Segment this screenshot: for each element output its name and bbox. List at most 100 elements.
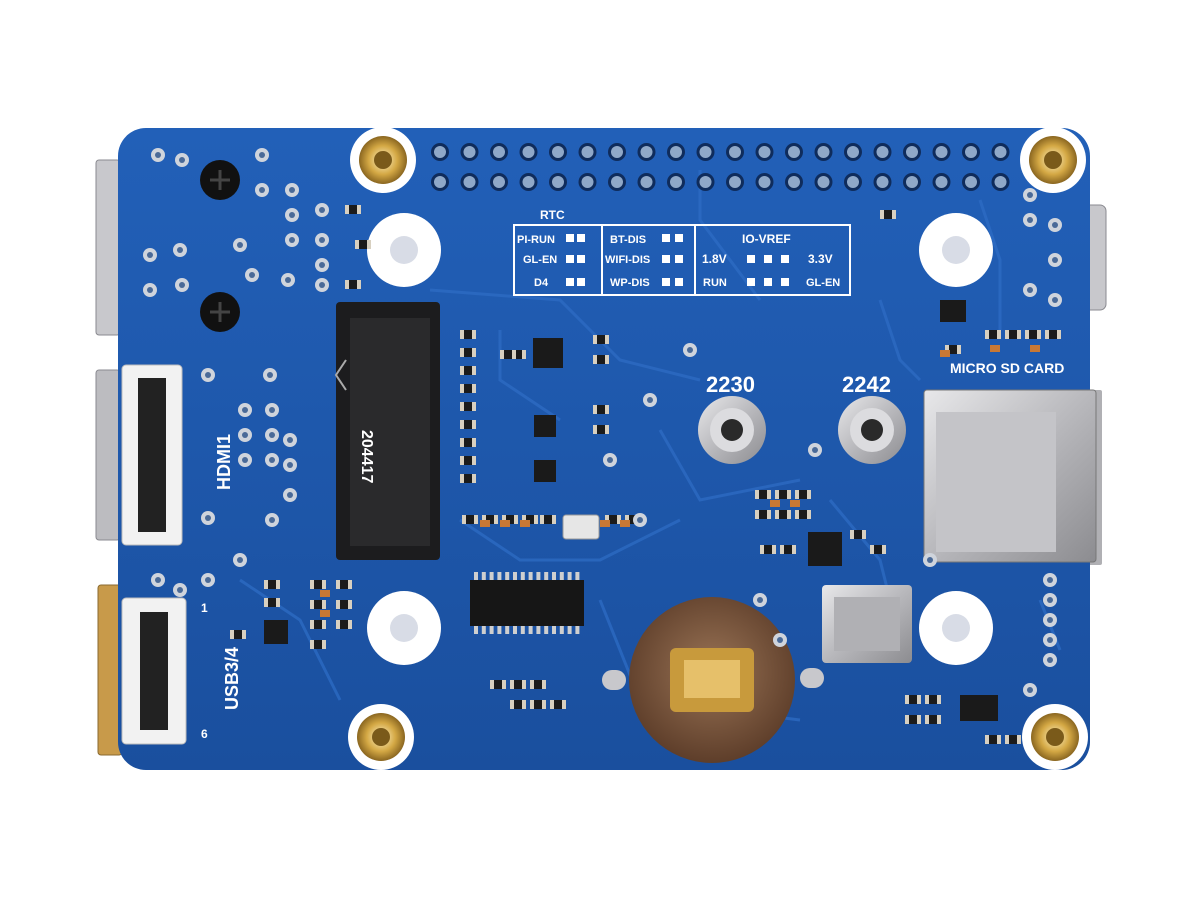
via-hole	[269, 407, 275, 413]
via-hole	[1047, 657, 1053, 663]
gpio-pin-hole	[434, 176, 446, 188]
via-hole	[242, 457, 248, 463]
smd-capacitor	[990, 345, 1000, 352]
wp-dis-label: WP-DIS	[610, 277, 650, 289]
smd-terminal	[1005, 330, 1009, 339]
smd-resistor	[530, 680, 546, 689]
ic-pin	[474, 572, 478, 580]
via-hole	[289, 212, 295, 218]
smd-terminal	[472, 438, 476, 447]
ethernet-port	[95, 159, 121, 336]
ic-pin	[552, 572, 556, 580]
m2-chip-label: 204417	[358, 430, 375, 483]
smd-capacitor	[620, 520, 630, 527]
gpio-pin-hole	[611, 146, 623, 158]
smd-terminal	[880, 210, 884, 219]
smd-terminal	[510, 700, 514, 709]
smd-terminal	[605, 515, 609, 524]
smd-terminal	[310, 620, 314, 629]
v18-label: 1.8V	[702, 252, 727, 266]
smd-resistor	[230, 630, 246, 639]
smd-terminal	[767, 490, 771, 499]
via-hole	[812, 447, 818, 453]
smd-terminal	[542, 680, 546, 689]
smd-resistor	[905, 695, 921, 704]
smd-resistor	[264, 598, 280, 607]
smd-terminal	[264, 580, 268, 589]
via-hole	[269, 432, 275, 438]
via-hole	[179, 282, 185, 288]
via-hole	[777, 637, 783, 643]
smd-terminal	[605, 425, 609, 434]
smd-resistor	[985, 735, 1001, 744]
standoff-top-left	[350, 127, 416, 193]
via-hole	[1047, 637, 1053, 643]
d4-label: D4	[534, 277, 549, 289]
ic-pin	[544, 572, 549, 580]
mount-hole-3	[367, 591, 441, 665]
gpio-pin-hole	[552, 176, 564, 188]
ic-pin	[481, 626, 486, 634]
smd-terminal	[472, 348, 476, 357]
smd-resistor	[462, 515, 478, 524]
smd-terminal	[322, 620, 326, 629]
smd-resistor	[522, 515, 538, 524]
gl-en2-label: GL-EN	[806, 277, 840, 289]
ic-chip-2	[470, 580, 584, 626]
smd-terminal	[760, 545, 764, 554]
via-hole	[607, 457, 613, 463]
ic-chip-1	[533, 338, 563, 368]
smd-terminal	[957, 345, 961, 354]
via-hole	[285, 277, 291, 283]
smd-resistor	[460, 330, 476, 339]
smd-resistor	[925, 695, 941, 704]
smd-terminal	[322, 580, 326, 589]
smd-resistor	[795, 490, 811, 499]
smd-terminal	[925, 695, 929, 704]
via-hole	[179, 157, 185, 163]
smd-terminal	[905, 715, 909, 724]
ic-pin	[559, 572, 564, 580]
gpio-pin-hole	[876, 146, 889, 158]
smd-resistor	[1025, 330, 1041, 339]
via-hole	[147, 287, 153, 293]
smd-capacitor	[320, 610, 330, 617]
smd-terminal	[336, 620, 340, 629]
smd-capacitor	[940, 350, 950, 357]
smd-terminal	[1017, 735, 1021, 744]
smd-capacitor	[770, 500, 780, 507]
smd-terminal	[494, 515, 498, 524]
gpio-pin-hole	[699, 146, 712, 158]
gpio-pin-hole	[463, 146, 476, 158]
smd-resistor	[755, 510, 771, 519]
smd-resistor	[460, 420, 476, 429]
smd-resistor	[755, 490, 771, 499]
via-hole	[259, 187, 265, 193]
via-hole	[287, 462, 293, 468]
via-hole	[177, 247, 183, 253]
ic-pin	[520, 572, 525, 580]
ic-pin	[544, 626, 549, 634]
via-hole	[289, 237, 295, 243]
ic-pin	[505, 572, 510, 580]
gpio-pin-hole	[876, 176, 889, 188]
gpio-pin-hole	[640, 146, 653, 158]
gpio-pin-hole	[906, 176, 918, 188]
ic-pin	[497, 626, 502, 634]
gpio-header	[431, 143, 1010, 191]
smd-resistor	[1005, 735, 1021, 744]
gpio-pin-hole	[817, 176, 830, 188]
smd-resistor	[593, 355, 609, 364]
smd-resistor	[760, 545, 776, 554]
ic-pin	[528, 626, 533, 634]
transistor-1	[534, 415, 556, 437]
smd-terminal	[985, 330, 989, 339]
smd-terminal	[605, 405, 609, 414]
smd-terminal	[310, 640, 314, 649]
smd-terminal	[985, 735, 989, 744]
via-hole	[205, 515, 211, 521]
smd-terminal	[276, 598, 280, 607]
smd-terminal	[310, 580, 314, 589]
smd-terminal	[997, 330, 1001, 339]
pcb-vias	[143, 148, 1062, 697]
